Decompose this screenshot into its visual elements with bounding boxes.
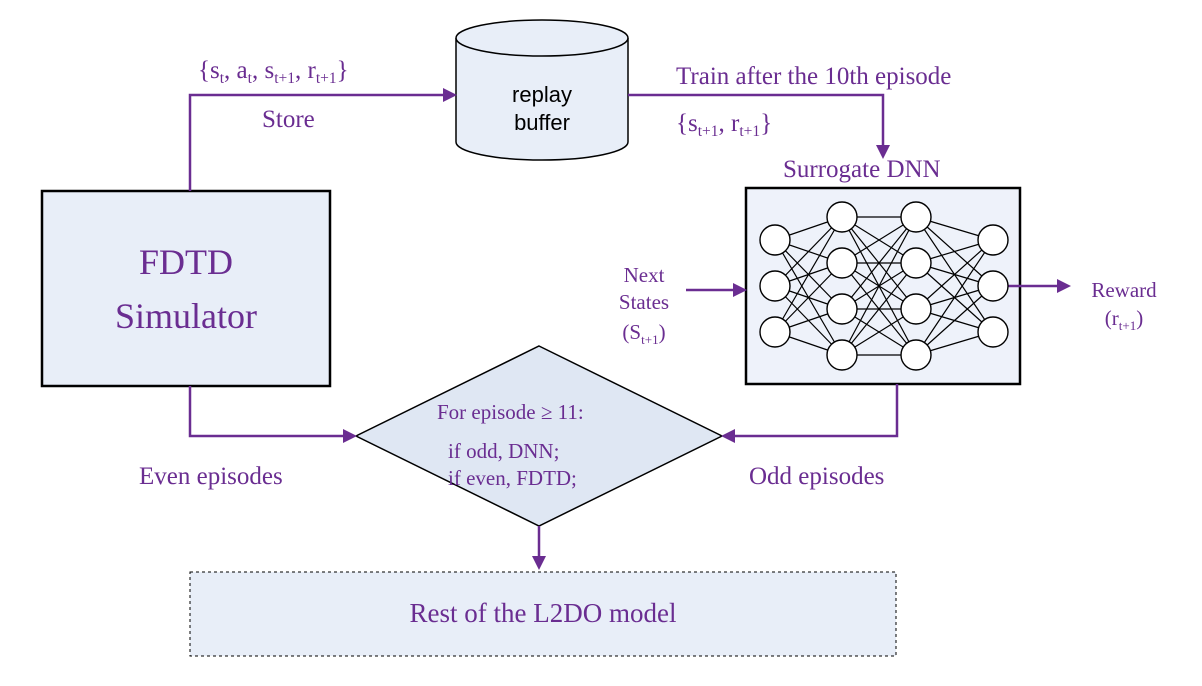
network-edge-l0-2-1 bbox=[774, 262, 843, 333]
transition-tuple-label: {st, at, st+1, rt+1} bbox=[198, 57, 349, 88]
train-after-label: Train after the 10th episode bbox=[676, 63, 952, 90]
next-tuple-label: {st+1, rt+1} bbox=[676, 110, 773, 141]
replay-buffer-label-line2: buffer bbox=[514, 110, 570, 135]
network-neuron-l0-1 bbox=[759, 270, 791, 302]
network-neuron-l3-0 bbox=[977, 224, 1009, 256]
network-edge-l2-2-0 bbox=[915, 239, 994, 310]
network-neuron-l1-3 bbox=[826, 339, 858, 371]
next-states-label-line1: Next bbox=[623, 263, 665, 287]
network-edge-l2-3-0 bbox=[915, 239, 994, 356]
network-neuron-l2-1 bbox=[900, 247, 932, 279]
fdtd-label-line1: FDTD bbox=[138, 242, 233, 282]
network-neuron-l0-2 bbox=[759, 316, 791, 348]
decision-text-line3: if even, FDTD; bbox=[448, 466, 577, 490]
odd-episodes-arrow bbox=[721, 384, 899, 443]
fdtd-label-line2: Simulator bbox=[115, 296, 257, 336]
next-states-label-line2: States bbox=[618, 290, 670, 314]
network-edge-l1-3-0 bbox=[841, 216, 917, 356]
rest-of-model-label: Rest of the L2DO model bbox=[409, 598, 677, 628]
network-neuron-l1-1 bbox=[826, 247, 858, 279]
reward-label-line2: (rt+1) bbox=[1104, 306, 1144, 333]
network-neuron-l1-0 bbox=[826, 201, 858, 233]
even-episodes-arrow bbox=[188, 386, 357, 443]
replay-buffer-label-line1: replay bbox=[512, 82, 572, 107]
network-neuron-l3-1 bbox=[977, 270, 1009, 302]
network-neuron-l2-2 bbox=[900, 293, 932, 325]
network-neuron-l0-0 bbox=[759, 224, 791, 256]
surrogate-dnn-title: Surrogate DNN bbox=[783, 156, 941, 183]
network-edge-l1-3-1 bbox=[841, 262, 917, 356]
network-edge-l2-3-1 bbox=[915, 285, 994, 356]
store-arrow bbox=[188, 88, 457, 191]
decision-text-line1: For episode ≥ 11: bbox=[437, 400, 584, 424]
train-arrow bbox=[628, 93, 890, 159]
reward-label-line1: Reward bbox=[1091, 278, 1157, 302]
next-states-label-line3: (St+1) bbox=[622, 320, 666, 347]
network-neuron-l2-3 bbox=[900, 339, 932, 371]
decision-diamond bbox=[354, 345, 724, 527]
network-edge-l0-1-0 bbox=[774, 216, 843, 287]
even-episodes-label: Even episodes bbox=[139, 463, 283, 490]
network-neuron-l3-2 bbox=[977, 316, 1009, 348]
network-neuron-l2-0 bbox=[900, 201, 932, 233]
network-nodes bbox=[759, 201, 1009, 371]
network-edge-l0-2-0 bbox=[774, 216, 843, 333]
replay-buffer-cylinder bbox=[455, 19, 629, 161]
rest-of-model-box bbox=[189, 571, 897, 657]
network-edge-l1-2-0 bbox=[841, 216, 917, 310]
odd-episodes-label: Odd episodes bbox=[749, 463, 885, 490]
fdtd-simulator-box bbox=[40, 189, 332, 388]
store-label: Store bbox=[262, 106, 315, 133]
decision-text-line2: if odd, DNN; bbox=[448, 439, 560, 463]
network-neuron-l1-2 bbox=[826, 293, 858, 325]
